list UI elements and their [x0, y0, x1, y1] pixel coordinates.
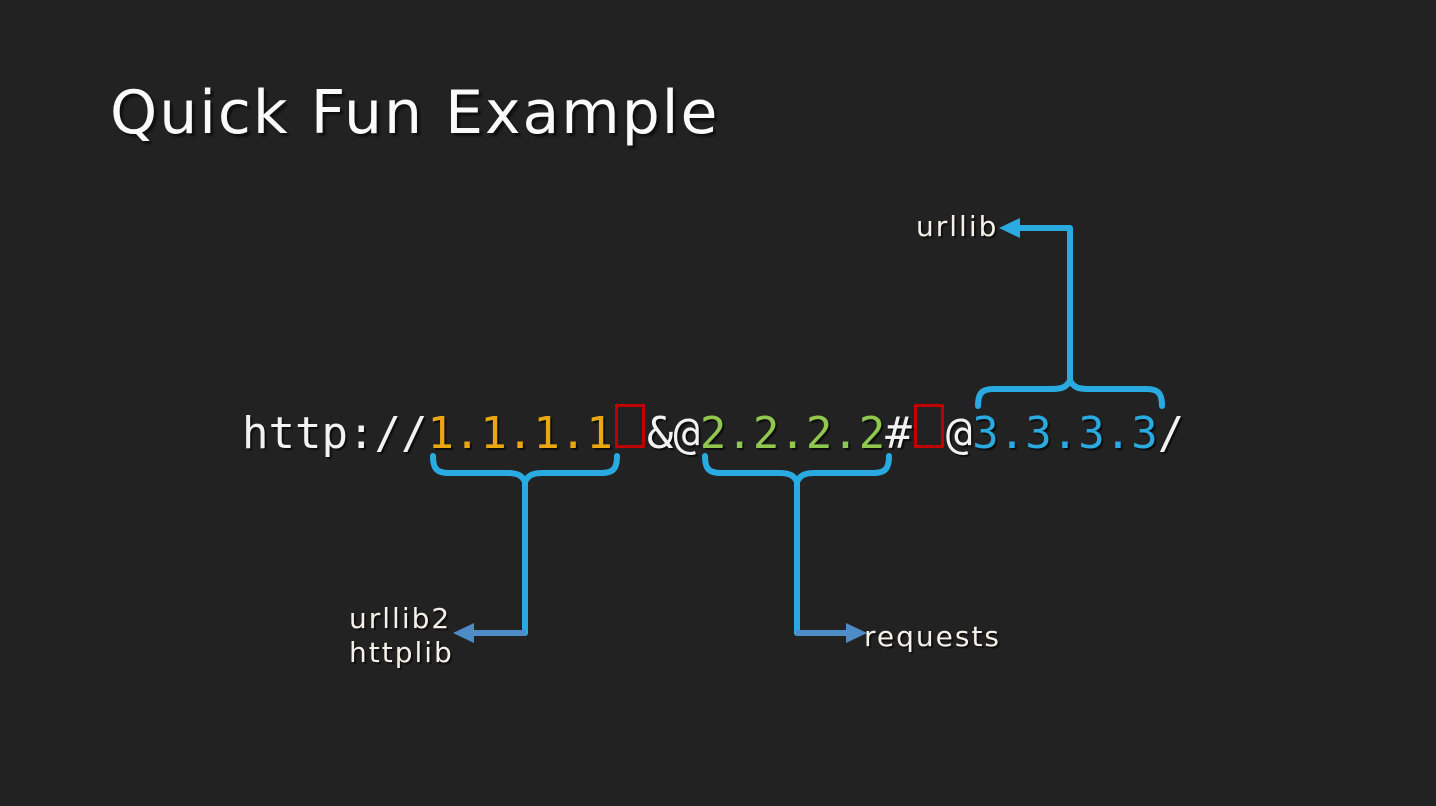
url-example: http://1.1.1.1 &@2.2.2.2# @3.3.3.3/ [242, 404, 1184, 460]
url-segment-amp-at: &@ [646, 408, 700, 459]
arrow-left-icon [453, 623, 474, 643]
label-urllib: urllib [916, 210, 999, 243]
slide-title: Quick Fun Example [110, 78, 720, 148]
url-segment-scheme: http:// [242, 408, 428, 459]
url-segment-slash: / [1157, 408, 1185, 459]
label-httplib: httplib [349, 636, 454, 669]
space-character-box-1 [614, 404, 645, 448]
connector-host3-elbow [1016, 225, 1073, 380]
url-segment-host2: 2.2.2.2 [699, 408, 886, 459]
brace-host3-icon [975, 372, 1165, 409]
arrow-left-icon [999, 218, 1020, 238]
url-segment-host1: 1.1.1.1 [427, 408, 613, 459]
url-segment-at: @ [945, 408, 973, 459]
space-character-box-2 [913, 404, 944, 448]
url-segment-hash: # [885, 408, 912, 459]
label-urllib2-httplib: urllib2 httplib [349, 602, 454, 670]
url-segment-host3: 3.3.3.3 [972, 408, 1158, 459]
label-requests: requests [864, 620, 1002, 653]
label-urllib2: urllib2 [349, 602, 452, 635]
